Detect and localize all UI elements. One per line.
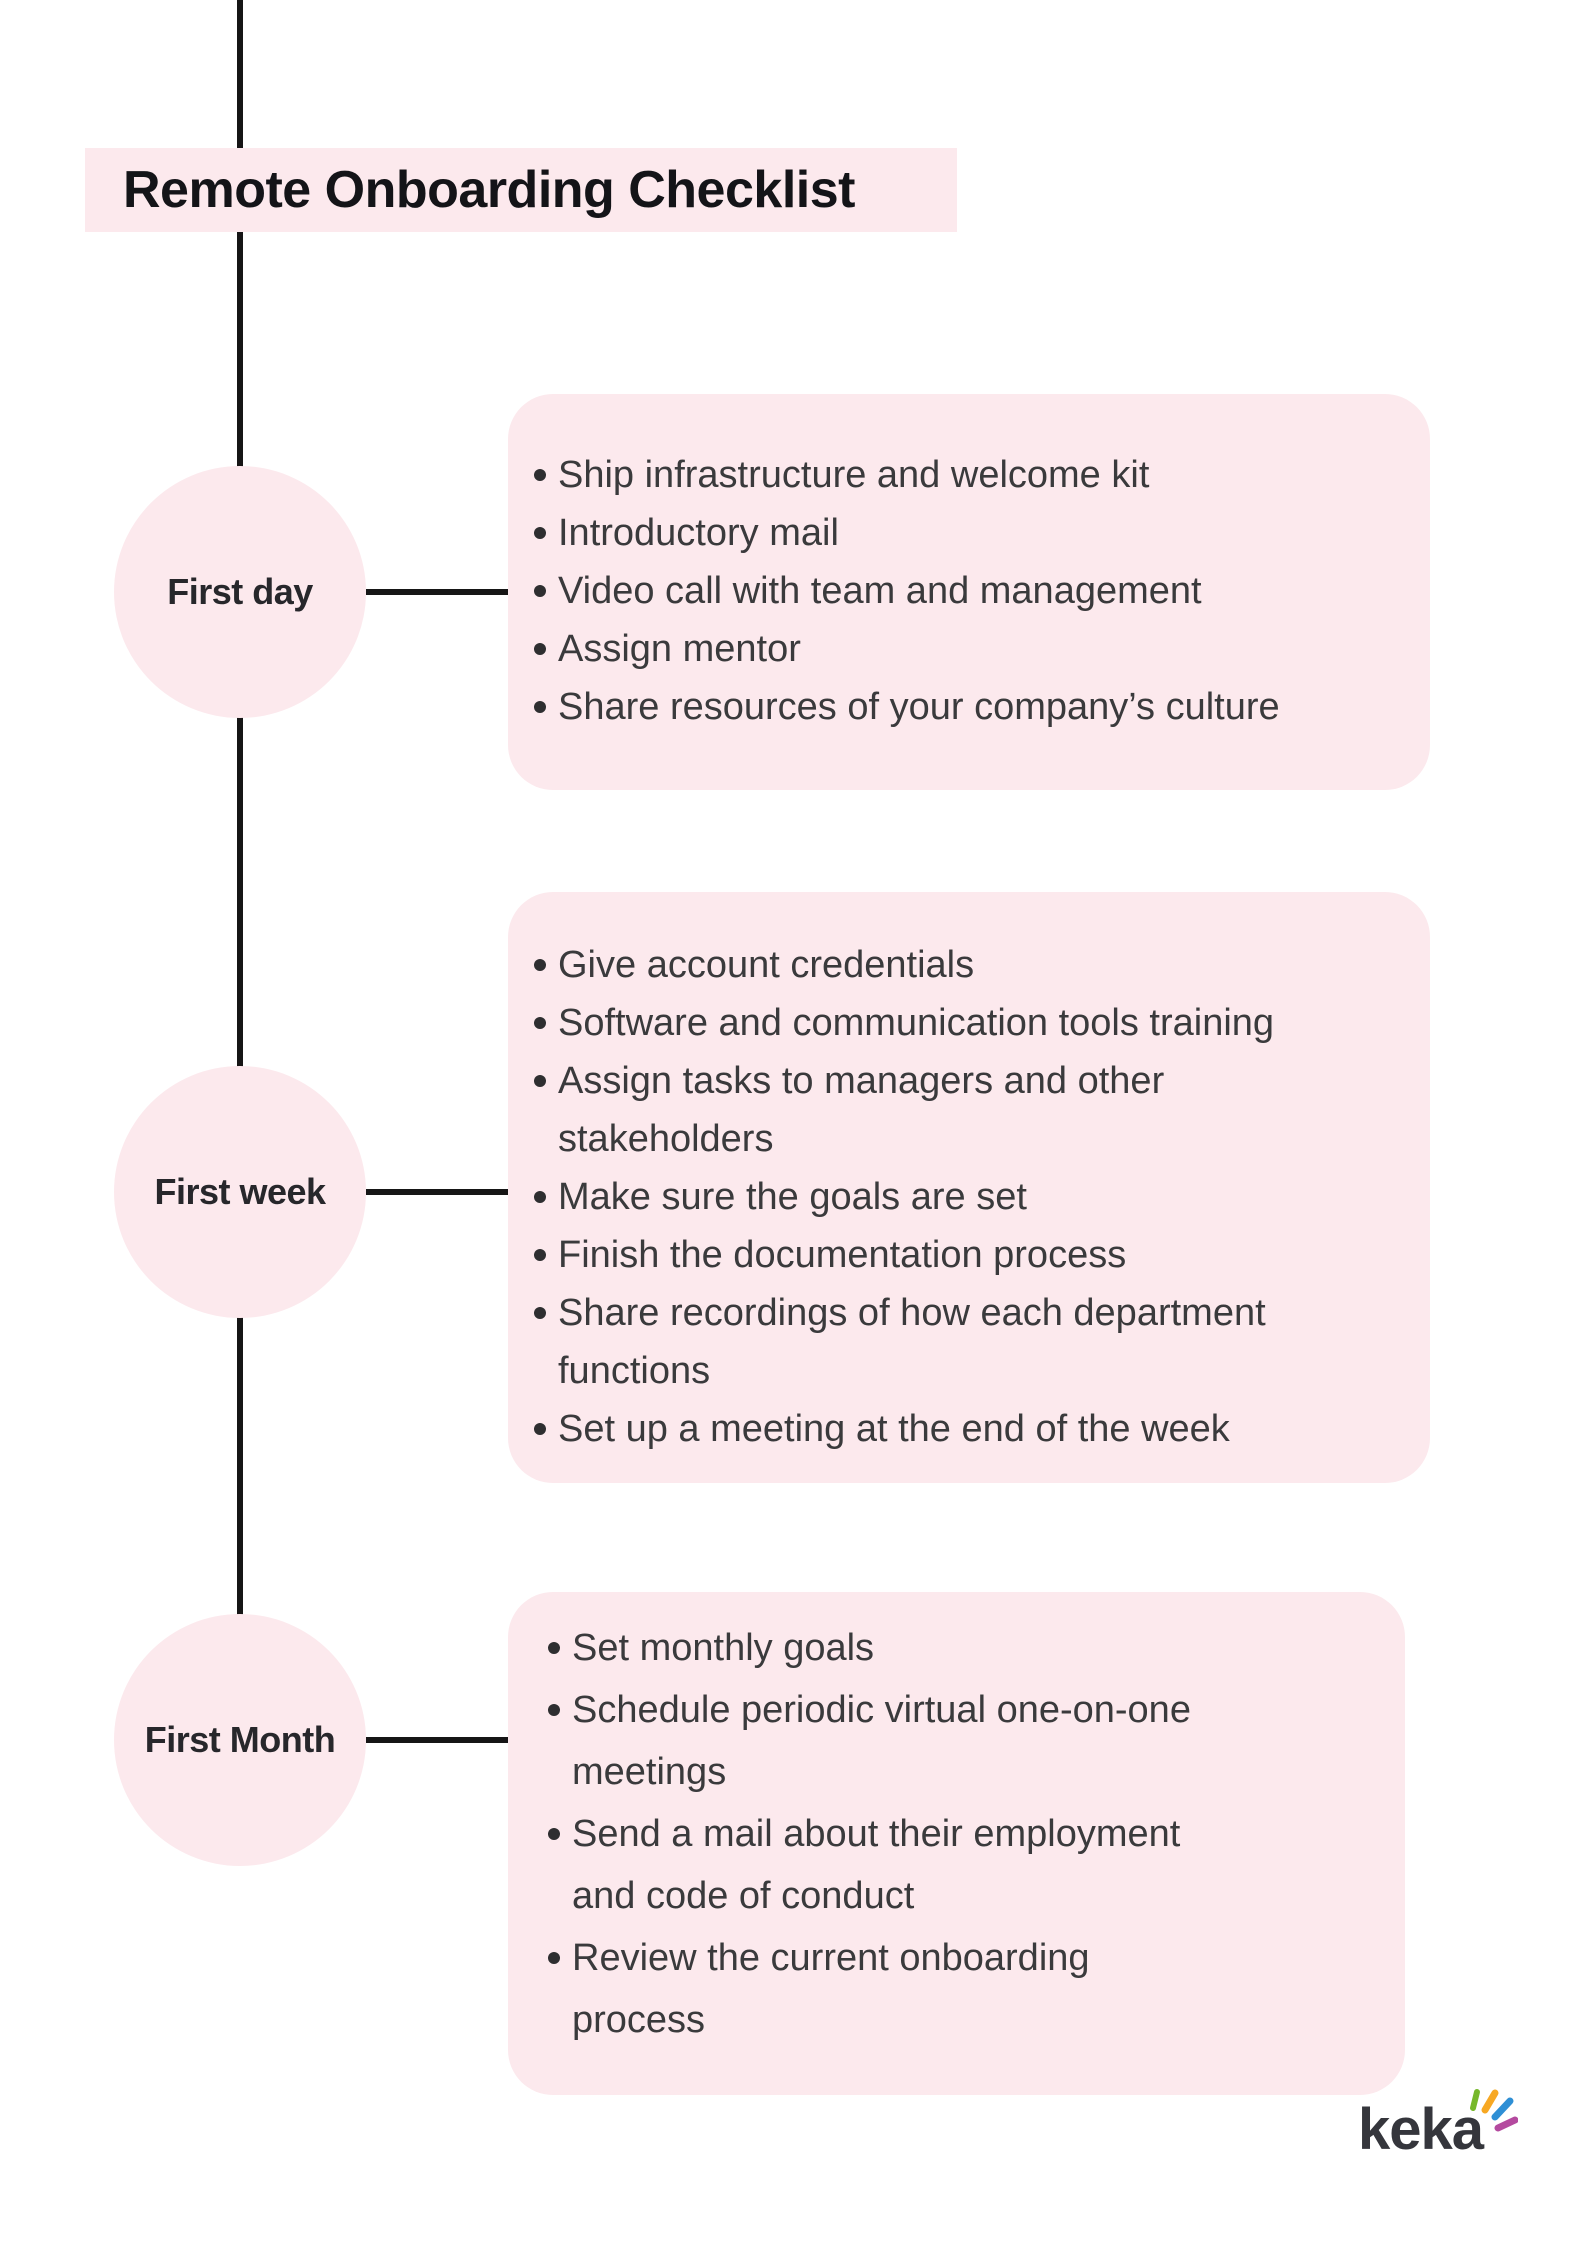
checklist-item: Share recordings of how each department … [534, 1284, 1338, 1400]
stage-connector [366, 1189, 512, 1195]
stage-label: First week [154, 1171, 326, 1212]
checklist-item: Share resources of your company’s cultur… [534, 678, 1358, 736]
checklist-item: Ship infrastructure and welcome kit [534, 446, 1358, 504]
checklist-item: Finish the documentation process [534, 1226, 1338, 1284]
stage-connector [366, 589, 512, 595]
checklist-item: Set monthly goals [548, 1617, 1212, 1679]
checklist: Set monthly goals Schedule periodic virt… [548, 1617, 1365, 2051]
stage-circle-first-week: First week [114, 1066, 366, 1318]
timeline-line [237, 0, 243, 1740]
checklist-item: Schedule periodic virtual one-on-one mee… [548, 1679, 1212, 1803]
keka-logo: keka [1358, 2089, 1518, 2163]
checklist-item: Video call with team and management [534, 562, 1358, 620]
stage-card-first-month: Set monthly goals Schedule periodic virt… [508, 1592, 1405, 2095]
checklist-item: Assign tasks to managers and other stake… [534, 1052, 1338, 1168]
checklist: Ship infrastructure and welcome kit Intr… [534, 446, 1390, 736]
stage-card-first-day: Ship infrastructure and welcome kit Intr… [508, 394, 1430, 790]
checklist-item: Software and communication tools trainin… [534, 994, 1338, 1052]
stage-label: First Month [144, 1719, 336, 1760]
title-banner: Remote Onboarding Checklist [85, 148, 957, 232]
stage-card-first-week: Give account credentials Software and co… [508, 892, 1430, 1483]
checklist-item: Give account credentials [534, 936, 1338, 994]
checklist-item: Introductory mail [534, 504, 1358, 562]
checklist-item: Assign mentor [534, 620, 1358, 678]
keka-logo-text: keka [1358, 2097, 1484, 2162]
stage-connector [366, 1737, 512, 1743]
stage-circle-first-month: First Month [114, 1614, 366, 1866]
checklist: Give account credentials Software and co… [534, 936, 1390, 1458]
checklist-item: Send a mail about their employment and c… [548, 1803, 1212, 1927]
checklist-item: Review the current onboarding process [548, 1927, 1212, 2051]
stage-label: First day [167, 571, 313, 612]
page-title: Remote Onboarding Checklist [123, 161, 855, 219]
checklist-item: Set up a meeting at the end of the week [534, 1400, 1338, 1458]
logo-sparks-icon [1470, 2089, 1518, 2132]
stage-circle-first-day: First day [114, 466, 366, 718]
checklist-item: Make sure the goals are set [534, 1168, 1338, 1226]
